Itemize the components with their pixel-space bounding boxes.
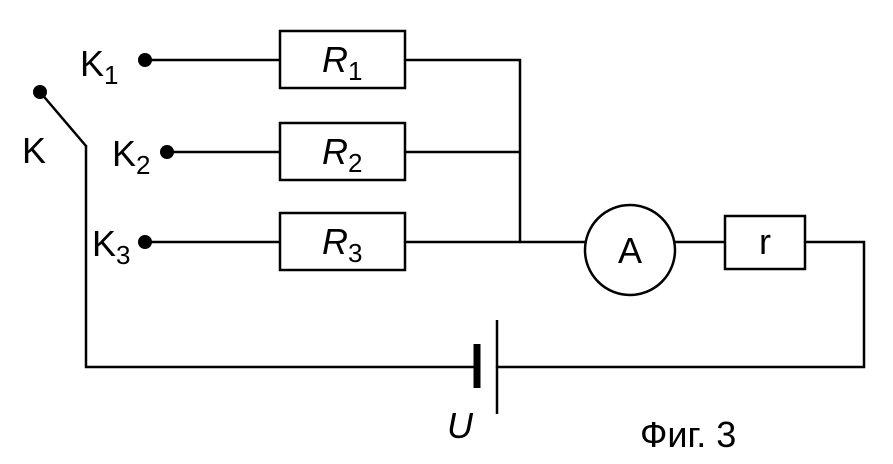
right-return-wire [495,240,866,369]
internal-resistor-label: r [759,221,771,262]
internal-resistor [723,214,807,271]
contact-k1-label: K1 [80,43,118,90]
ammeter-label: A [618,230,642,271]
resistor-r2-label: R2 [322,131,362,178]
resistor-r3-label: R3 [322,221,362,268]
bus-wire-r1 [403,58,522,244]
left-return-wire [84,144,476,369]
figure-caption: Фиг. 3 [640,414,736,455]
ammeter [583,203,677,297]
switch-label: K [22,130,46,171]
switch-pivot [33,85,47,99]
contact-k2-label: K2 [112,133,150,180]
switch-arm [38,90,88,148]
battery-label: U [447,405,474,446]
resistor-r1-label: R1 [322,39,362,86]
contact-k3-label: K3 [92,223,130,270]
